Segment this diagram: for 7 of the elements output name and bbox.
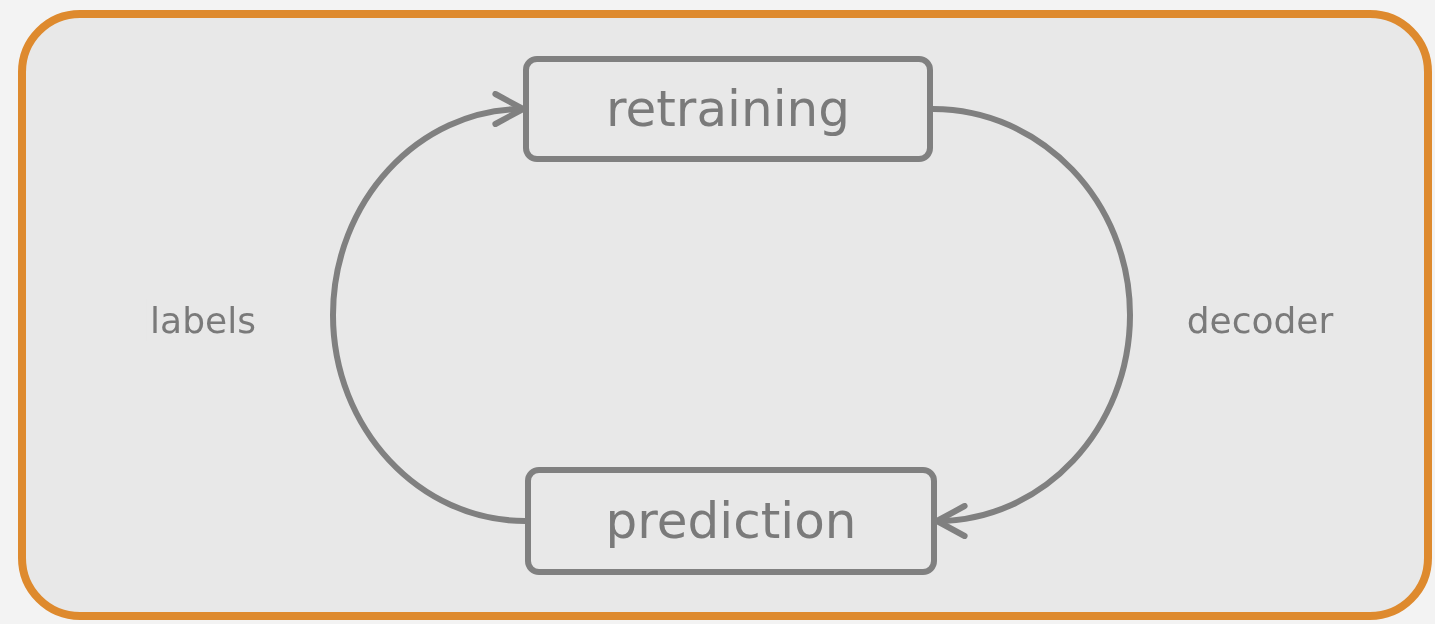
panel-background xyxy=(18,10,1432,620)
box-label: prediction xyxy=(605,492,857,550)
curved-arrow xyxy=(330,93,526,524)
process-box xyxy=(523,56,933,162)
process-box xyxy=(525,467,937,575)
curved-arrow xyxy=(932,106,1133,537)
box-label: retraining xyxy=(606,80,850,138)
